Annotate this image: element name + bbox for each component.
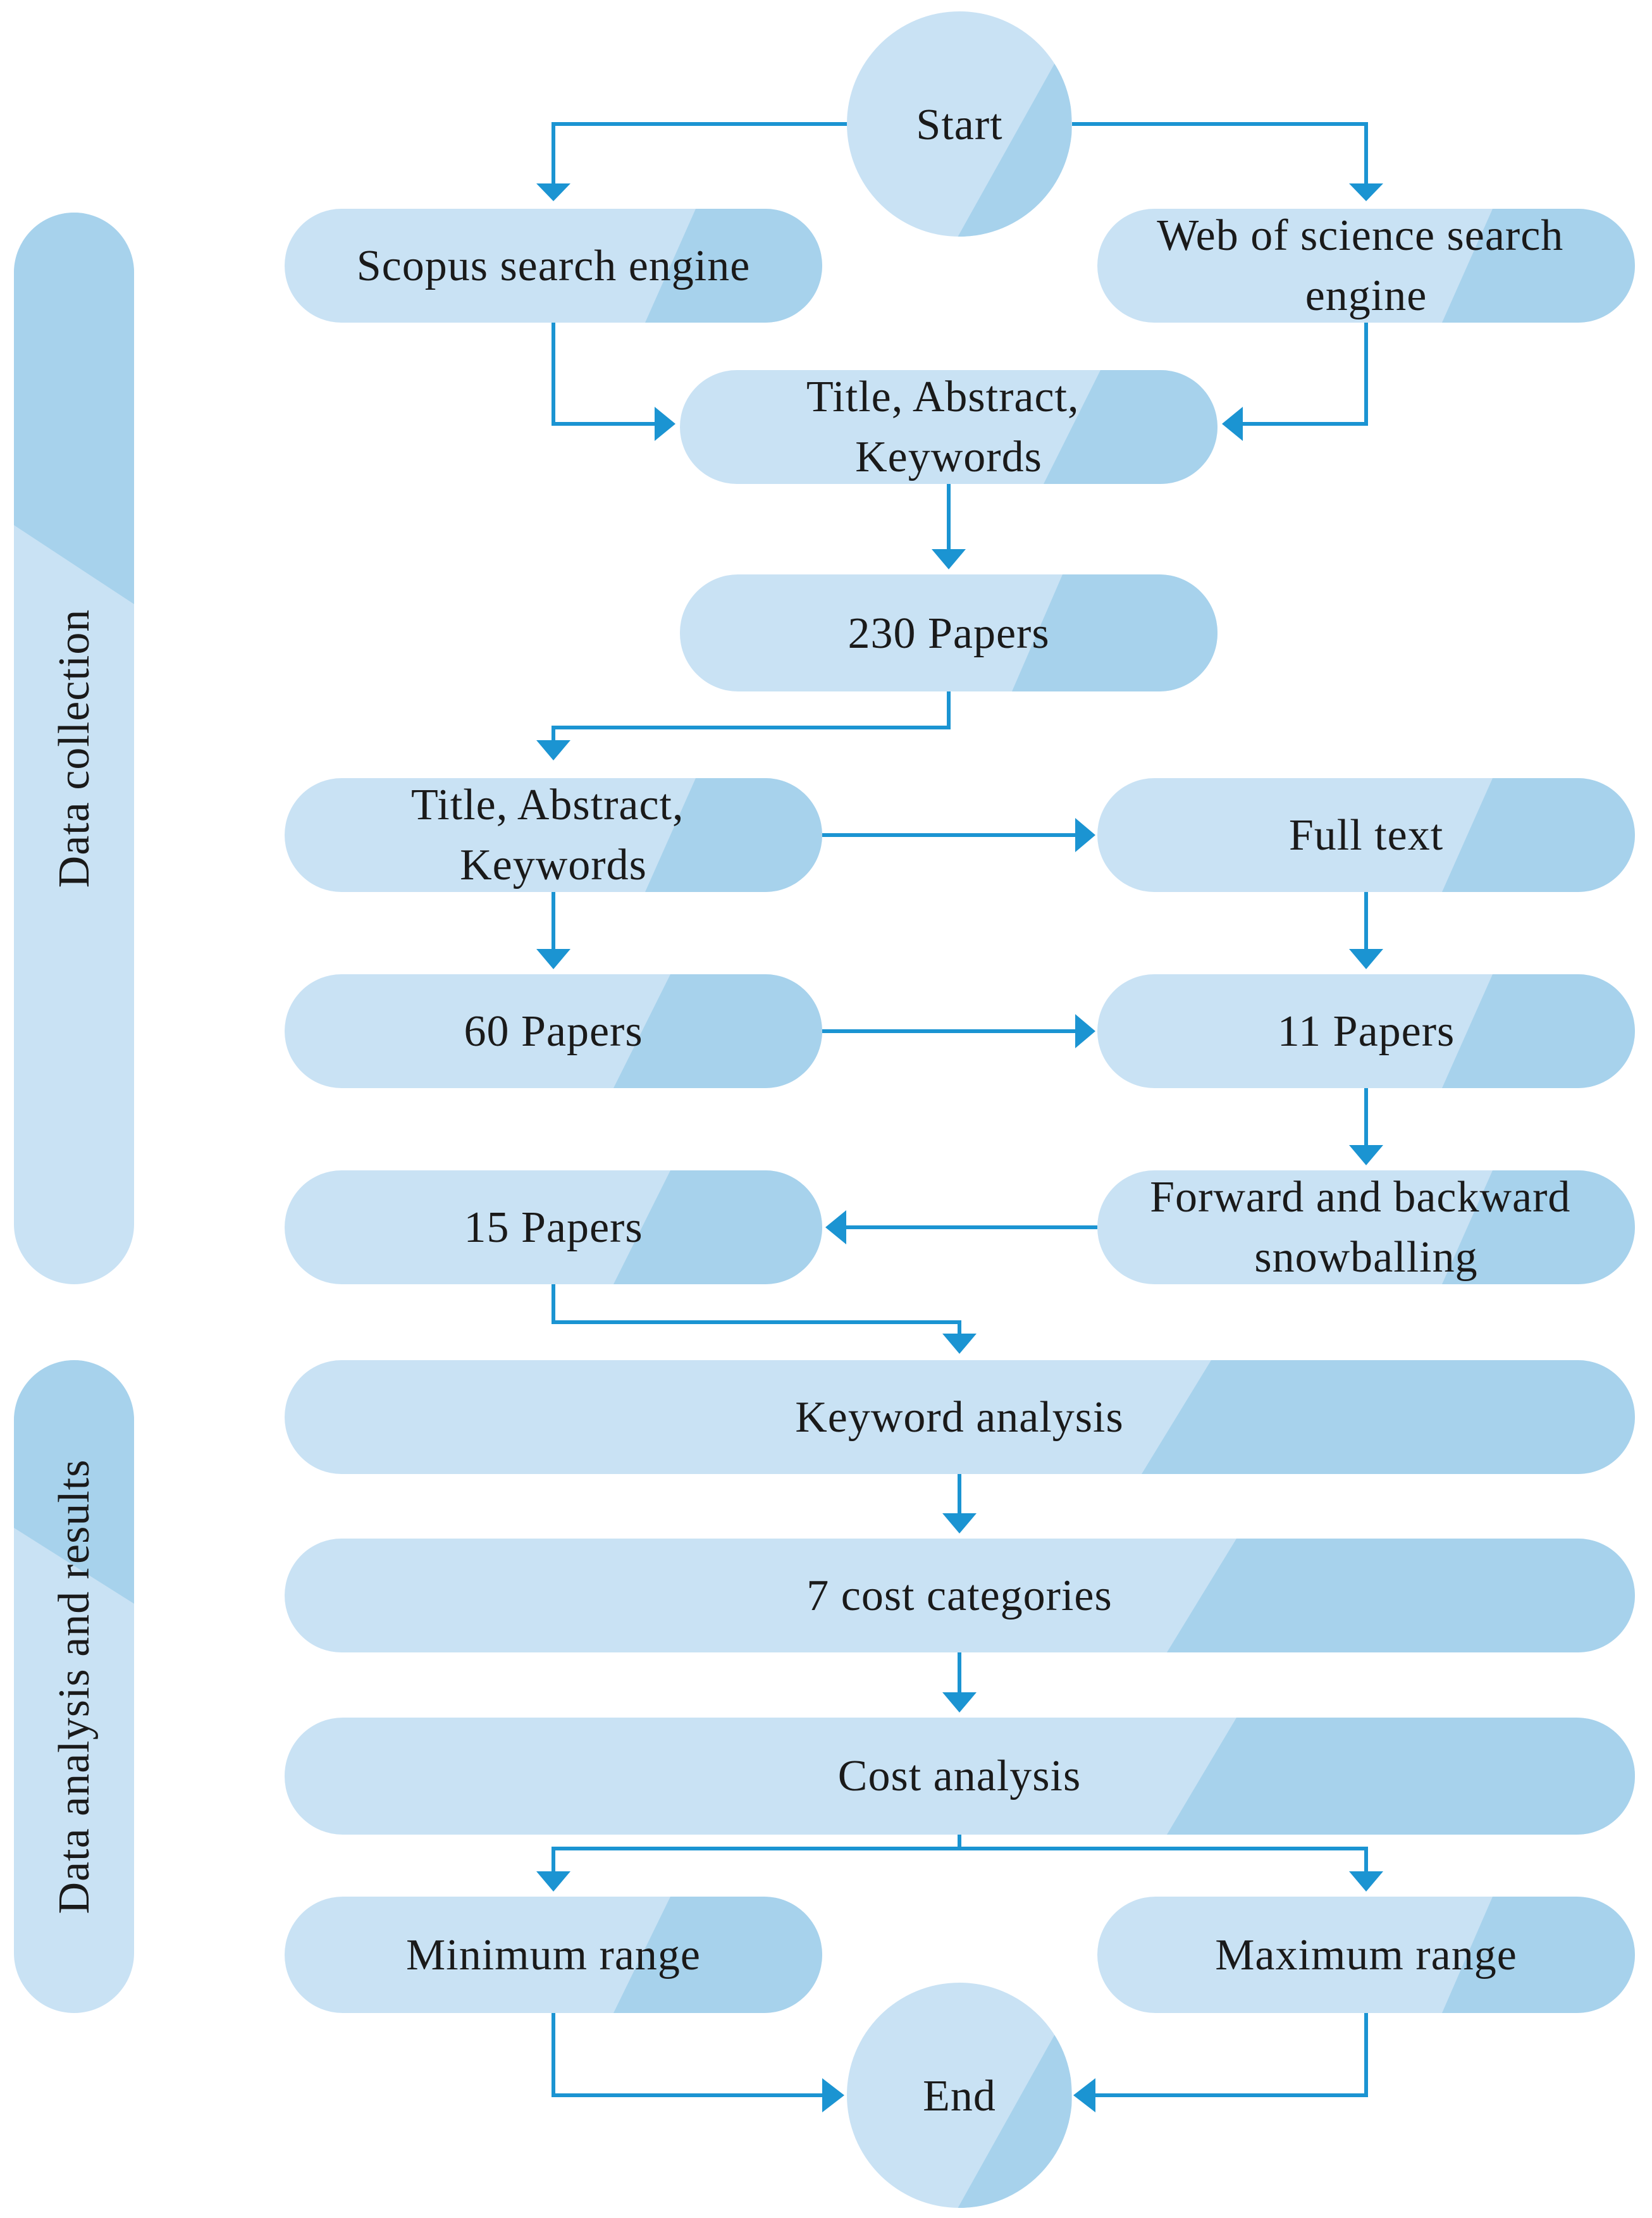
start-label: Start bbox=[916, 101, 1002, 149]
node-snowballing-label: Forward and backward snowballing bbox=[1150, 1173, 1582, 1282]
node-full-text: Full text bbox=[1097, 778, 1635, 892]
phase-bar-data-collection: Data collection bbox=[14, 213, 134, 1284]
end-label: End bbox=[923, 2072, 996, 2121]
end-node: End bbox=[847, 1983, 1072, 2208]
node-keyword-analysis-label: Keyword analysis bbox=[795, 1393, 1124, 1442]
node-keyword-analysis: Keyword analysis bbox=[285, 1360, 1635, 1474]
node-web-of-science: Web of science search engine bbox=[1097, 209, 1635, 323]
node-maximum-range: Maximum range bbox=[1097, 1897, 1635, 2013]
node-230-papers-label: 230 Papers bbox=[848, 609, 1049, 658]
phase-label-data-analysis: Data analysis and results bbox=[50, 1459, 99, 1914]
node-maximum-range-label: Maximum range bbox=[1215, 1931, 1517, 1979]
node-screening-2: Title, Abstract, Keywords bbox=[285, 778, 822, 892]
node-scopus: Scopus search engine bbox=[285, 209, 822, 323]
node-screening-2-label: Title, Abstract, Keywords bbox=[411, 781, 696, 889]
node-60-papers: 60 Papers bbox=[285, 974, 822, 1088]
phase-label-data-collection: Data collection bbox=[50, 609, 99, 888]
node-cost-categories: 7 cost categories bbox=[285, 1539, 1635, 1652]
node-cost-analysis: Cost analysis bbox=[285, 1718, 1635, 1835]
node-15-papers: 15 Papers bbox=[285, 1170, 822, 1284]
node-cost-categories-label: 7 cost categories bbox=[806, 1571, 1112, 1620]
phase-bar-data-analysis: Data analysis and results bbox=[14, 1360, 134, 2013]
node-60-papers-label: 60 Papers bbox=[464, 1007, 643, 1056]
node-11-papers: 11 Papers bbox=[1097, 974, 1635, 1088]
node-scopus-label: Scopus search engine bbox=[357, 242, 751, 290]
node-cost-analysis-label: Cost analysis bbox=[838, 1752, 1081, 1800]
node-15-papers-label: 15 Papers bbox=[464, 1203, 643, 1252]
node-screening-1: Title, Abstract, Keywords bbox=[680, 370, 1217, 484]
node-snowballing: Forward and backward snowballing bbox=[1097, 1170, 1635, 1284]
node-11-papers-label: 11 Papers bbox=[1278, 1007, 1455, 1056]
node-230-papers: 230 Papers bbox=[680, 574, 1217, 691]
node-web-of-science-label: Web of science search engine bbox=[1157, 211, 1575, 320]
node-full-text-label: Full text bbox=[1289, 811, 1443, 860]
start-node: Start bbox=[847, 11, 1072, 237]
connectors bbox=[536, 122, 1383, 2112]
node-minimum-range: Minimum range bbox=[285, 1897, 822, 2013]
node-minimum-range-label: Minimum range bbox=[406, 1931, 701, 1979]
node-screening-1-label: Title, Abstract, Keywords bbox=[806, 373, 1091, 481]
